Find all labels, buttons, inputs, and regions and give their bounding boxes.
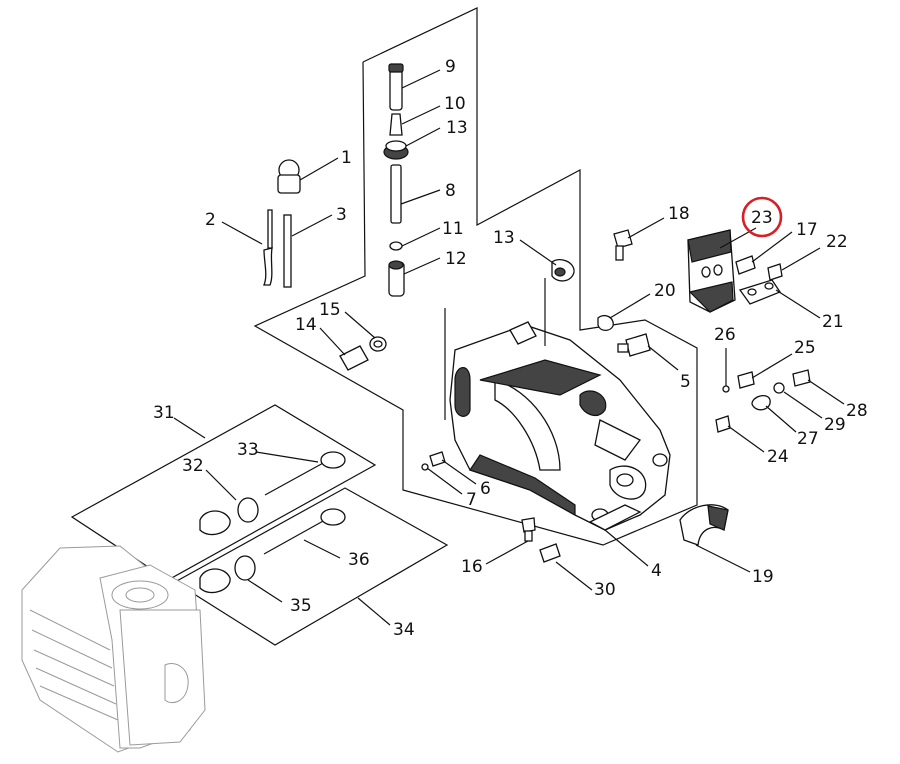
callout-4: 4	[651, 561, 662, 581]
callout-36: 36	[348, 550, 370, 570]
oil-pump-parts	[383, 63, 409, 297]
callout-11: 11	[442, 219, 464, 239]
callout-10: 10	[444, 94, 466, 114]
callout-35: 35	[290, 596, 312, 616]
callout-1: 1	[341, 148, 352, 168]
callout-13a: 13	[446, 118, 468, 138]
callout-19: 19	[752, 567, 774, 587]
group-outline-34	[173, 487, 449, 646]
callout-8: 8	[445, 181, 456, 201]
callout-27: 27	[797, 429, 819, 449]
callout-32: 32	[182, 456, 204, 476]
callout-16: 16	[461, 557, 483, 577]
elbow-tube	[679, 504, 729, 546]
callout-5: 5	[680, 372, 691, 392]
leader-lines	[173, 69, 845, 626]
callout-3: 3	[336, 205, 347, 225]
callout-2: 2	[205, 210, 216, 230]
callout-15: 15	[319, 300, 341, 320]
strainer-parts	[199, 451, 346, 594]
callout-7: 7	[466, 490, 477, 510]
group-outline-crankcase	[253, 7, 698, 546]
primer-parts	[263, 159, 301, 288]
crankcase-half	[449, 321, 671, 531]
callout-24: 24	[767, 447, 789, 467]
oil-cap-parts	[551, 229, 651, 357]
callout-25: 25	[794, 338, 816, 358]
small-hardware	[339, 336, 811, 563]
callout-30: 30	[594, 580, 616, 600]
callout-20: 20	[654, 281, 676, 301]
callout-18: 18	[668, 204, 690, 224]
highlight-circle-23	[741, 196, 783, 238]
guide-plate-parts	[687, 229, 783, 313]
callout-14: 14	[295, 315, 317, 335]
callout-28: 28	[846, 401, 868, 421]
callout-labels: 1 2 3 4 5 6 7 8 9 10 11 12 13 13 14 15 1…	[153, 57, 868, 640]
callout-33: 33	[237, 440, 259, 460]
callout-12: 12	[445, 249, 467, 269]
callout-17: 17	[796, 220, 818, 240]
callout-9: 9	[445, 57, 456, 77]
cylinder-ghost	[21, 545, 206, 753]
callout-23: 23	[751, 208, 773, 228]
callout-21: 21	[822, 312, 844, 332]
callout-26: 26	[714, 325, 736, 345]
callout-29: 29	[824, 415, 846, 435]
callout-34: 34	[393, 620, 415, 640]
callout-31: 31	[153, 403, 175, 423]
callout-13b: 13	[493, 228, 515, 248]
callout-22: 22	[826, 232, 848, 252]
callout-6: 6	[480, 479, 491, 499]
